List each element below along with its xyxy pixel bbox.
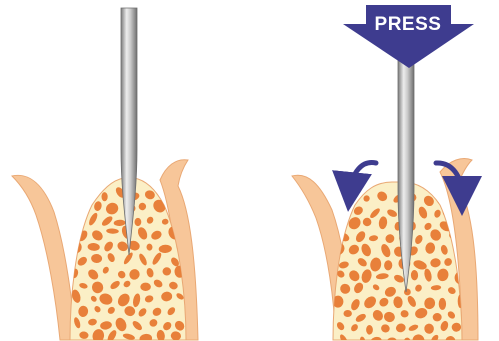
bone bbox=[333, 182, 462, 340]
marrow-spot bbox=[135, 218, 142, 226]
marrow-spot bbox=[73, 215, 84, 226]
marrow-spot bbox=[404, 289, 411, 296]
press-arrow-icon: PRESS bbox=[343, 5, 474, 68]
marrow-spot bbox=[74, 192, 83, 201]
panel-after: PRESS bbox=[292, 5, 478, 341]
marrow-spot bbox=[344, 310, 352, 317]
marrow-spot bbox=[332, 193, 344, 200]
panel-before bbox=[12, 8, 198, 341]
marrow-spot bbox=[76, 201, 89, 213]
marrow-spot bbox=[140, 283, 151, 291]
marrow-spot bbox=[337, 218, 345, 227]
marrow-spot bbox=[83, 187, 97, 201]
gum-left bbox=[12, 175, 76, 340]
press-label: PRESS bbox=[375, 14, 442, 35]
marrow-spot bbox=[340, 208, 350, 218]
